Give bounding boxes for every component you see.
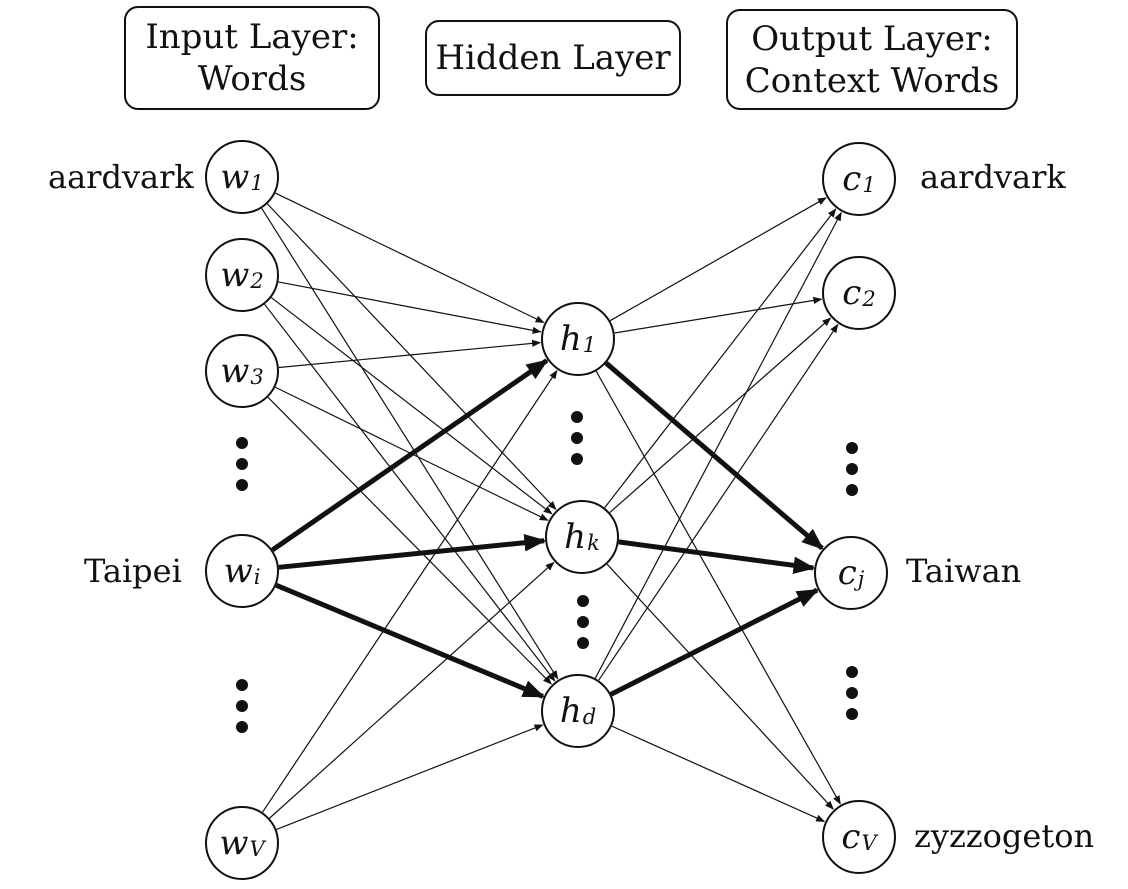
hidden-ellipsis-upper [570, 411, 584, 474]
edge-hd-cV [611, 725, 826, 822]
edge-hk-c2 [609, 317, 832, 513]
node-symbol: w [219, 823, 249, 863]
edge-w2-h1 [278, 281, 542, 334]
output-word-taiwan: Taiwan [906, 552, 1022, 590]
input-word-taipei: Taipei [84, 552, 182, 590]
input-layer-header-line1: Input Layer: [145, 17, 359, 57]
node-symbol: h [559, 319, 582, 359]
edge-w1-hd [261, 207, 559, 680]
node-subscript: d [582, 705, 597, 729]
input-ellipsis-upper [235, 437, 249, 500]
edge-h1-c1 [609, 197, 827, 322]
node-symbol: c [841, 817, 861, 857]
hidden-layer-header-line1: Hidden Layer [435, 38, 671, 78]
output-ellipsis-lower [845, 666, 859, 729]
input-word-aardvark: aardvark [48, 158, 194, 196]
edge-wV-h1 [262, 369, 558, 813]
bold-edges [271, 358, 824, 699]
edge-h1-cj [604, 361, 824, 551]
edge-hd-c1 [594, 211, 842, 679]
edge-hk-cj [618, 539, 816, 575]
edge-wi-hd [275, 582, 545, 699]
edge-hk-cV [606, 563, 834, 810]
node-subscript: 1 [582, 333, 597, 357]
node-symbol: h [564, 517, 587, 557]
node-subscript: 1 [250, 171, 264, 195]
output-layer-header: Output Layer: Context Words [726, 9, 1018, 110]
edge-hd-c2 [598, 323, 839, 681]
input-layer-header: Input Layer: Words [124, 6, 380, 110]
output-word-aardvark: aardvark [920, 158, 1066, 196]
edge-wi-hk [278, 533, 547, 570]
edge-w1-hk [266, 203, 557, 511]
input-layer-header-line2: Words [197, 59, 307, 99]
node-symbol: w [220, 255, 250, 295]
node-symbol: c [842, 159, 862, 199]
output-ellipsis-upper [845, 442, 859, 505]
node-symbol: h [559, 691, 582, 731]
node-symbol: w [220, 157, 250, 197]
edge-wV-hk [269, 561, 555, 819]
edge-w2-hd [264, 303, 556, 682]
edge-wi-h1 [271, 358, 549, 553]
hidden-layer-header: Hidden Layer [425, 20, 681, 96]
edge-w1-h1 [275, 192, 545, 324]
edge-h1-cV [595, 370, 841, 805]
output-layer-header-line2: Context Words [744, 60, 1000, 101]
node-subscript: V [861, 831, 877, 855]
node-subscript: 2 [862, 287, 876, 311]
node-subscript: V [249, 837, 265, 861]
node-subscript: 1 [862, 173, 876, 197]
node-symbol: c [842, 273, 862, 313]
node-subscript: 2 [250, 269, 264, 293]
input-ellipsis-lower [235, 679, 249, 742]
output-layer-header-line1: Output Layer: [751, 18, 993, 59]
edge-hd-cj [609, 587, 820, 697]
node-subscript: j [857, 567, 865, 591]
edge-w3-h1 [278, 339, 542, 369]
node-subscript: i [253, 565, 261, 589]
edge-h1-c2 [614, 296, 823, 334]
output-word-zyzzogeton: zyzzogeton [914, 817, 1095, 855]
thin-edges [261, 192, 842, 831]
edge-wV-hd [276, 724, 544, 831]
edge-w2-hk [270, 297, 553, 515]
node-symbol: c [837, 553, 857, 593]
edge-w3-hd [267, 396, 552, 685]
node-symbol: w [223, 551, 253, 591]
node-subscript: k [587, 531, 600, 555]
node-subscript: 3 [250, 365, 264, 389]
hidden-ellipsis-lower [576, 595, 590, 658]
edge-hk-c1 [604, 208, 837, 509]
node-symbol: w [220, 351, 250, 391]
